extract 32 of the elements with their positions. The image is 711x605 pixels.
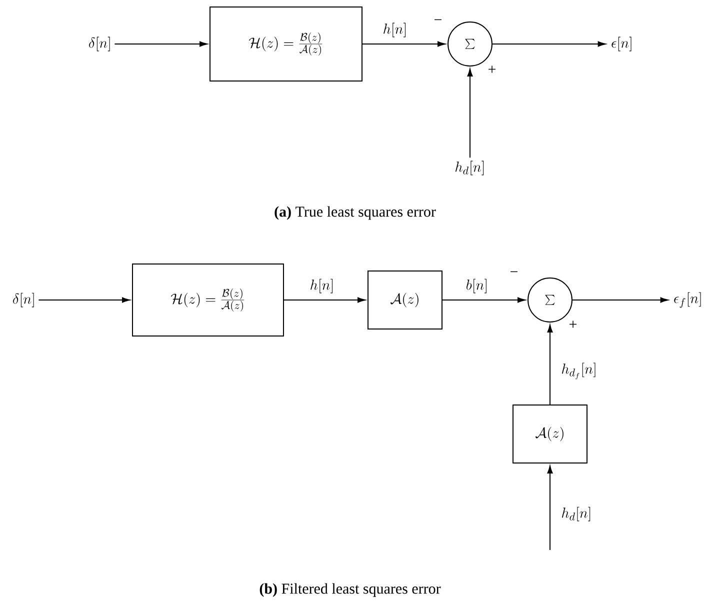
filter-block: $\mathcal{A}(z)$ bbox=[512, 404, 588, 464]
signal-label: $h_d[n]$ bbox=[456, 160, 484, 176]
caption: (a) True least squares error bbox=[274, 206, 436, 220]
sign-label: − bbox=[434, 19, 442, 20]
sign-label: + bbox=[488, 66, 496, 73]
summing-junction: $\sum$ bbox=[448, 22, 492, 66]
signal-label: $\epsilon_f[n]$ bbox=[674, 292, 701, 308]
edge-label: $h[n]$ bbox=[382, 22, 408, 38]
sign-label: − bbox=[510, 271, 518, 272]
sign-label: + bbox=[570, 320, 576, 328]
arrow bbox=[284, 297, 366, 303]
caption: (b) Filtered least squares error bbox=[260, 583, 441, 597]
edge-label: $b[n]$ bbox=[464, 278, 490, 294]
arrow bbox=[362, 41, 446, 47]
arrow bbox=[38, 297, 130, 303]
arrow bbox=[572, 297, 668, 303]
summing-junction: $\sum$ bbox=[528, 278, 572, 322]
filter-block: $\mathcal{A}(z)$ bbox=[368, 270, 442, 330]
edge-label: $h[n]$ bbox=[308, 278, 336, 294]
filter-block: $\mathcal{H}(z) = \frac{\mathcal{B}(z)}{\mathcal{A}(z)}$ bbox=[210, 6, 362, 82]
signal-label: $\epsilon[n]$ bbox=[612, 36, 632, 52]
signal-label: $\delta[n]$ bbox=[89, 36, 110, 52]
edge-label: $h_d[n]$ bbox=[560, 506, 593, 522]
arrow bbox=[547, 324, 553, 405]
filter-block: $\mathcal{H}(z) = \frac{\mathcal{B}(z)}{\mathcal{A}(z)}$ bbox=[132, 264, 284, 336]
arrow bbox=[492, 41, 606, 47]
arrow bbox=[442, 297, 526, 303]
arrow bbox=[114, 41, 208, 47]
edge-label: $h_{d_f}[n]$ bbox=[560, 362, 598, 380]
signal-label: $\delta[n]$ bbox=[13, 292, 34, 308]
arrow bbox=[467, 68, 473, 158]
arrow bbox=[547, 466, 553, 550]
